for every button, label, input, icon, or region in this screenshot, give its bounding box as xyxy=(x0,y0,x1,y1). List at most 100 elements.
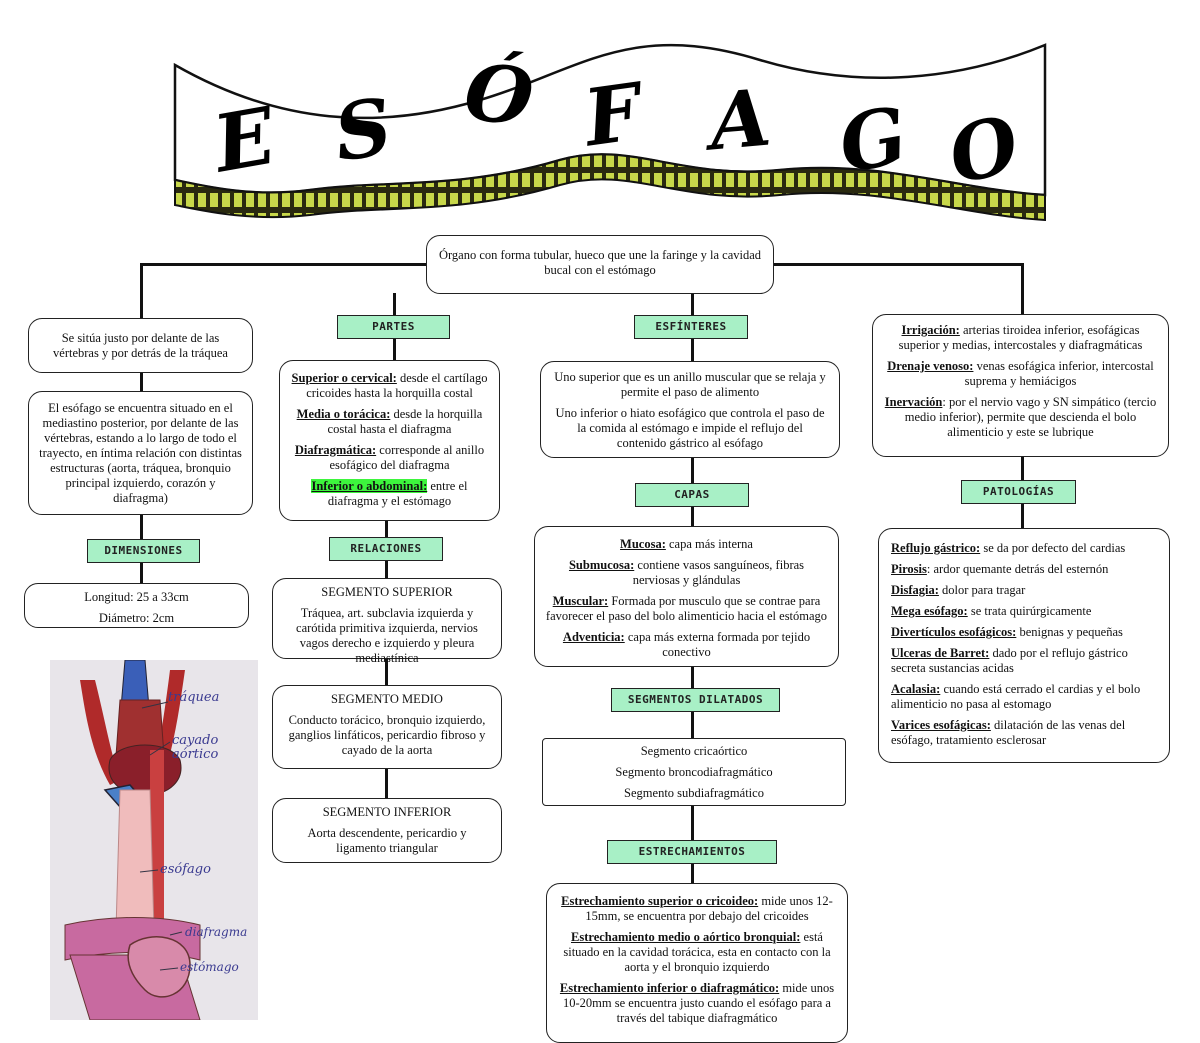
parte-term: Media o torácica: xyxy=(296,407,391,421)
connector-line xyxy=(773,263,1023,266)
patologia-term: Acalasia: xyxy=(891,682,941,696)
patologia-text: dolor para tragar xyxy=(938,583,1026,597)
capa-text: contiene vasos sanguíneos, fibras nervio… xyxy=(632,558,805,587)
root-definition-box: Órgano con forma tubular, hueco que une … xyxy=(426,235,774,294)
info-text: arterias tiroidea inferior, esofágicas s… xyxy=(898,323,1143,352)
patologia-term: Reflujo gástrico: xyxy=(891,541,981,555)
info-text: venas esofágica inferior, intercostal su… xyxy=(964,359,1154,388)
connector-line xyxy=(1021,263,1024,315)
segmento-superior-text: Tráquea, art. subclavia izquierda y caró… xyxy=(296,606,478,665)
vascular-nervous-box: Irrigación: arterias tiroidea inferior, … xyxy=(872,314,1169,457)
capas-box: Mucosa: capa más interna Submucosa: cont… xyxy=(534,526,839,667)
banner-ribbon xyxy=(173,43,1047,222)
segmento-inferior-text: Aorta descendente, pericardio y ligament… xyxy=(307,826,467,855)
segmento-medio-box: SEGMENTO MEDIO Conducto torácico, bronqu… xyxy=(272,685,502,769)
segmento-superior-box: SEGMENTO SUPERIOR Tráquea, art. subclavi… xyxy=(272,578,502,665)
title-letter-a: A xyxy=(706,72,775,169)
patologia-text: : ardor quemante detrás del esternón xyxy=(926,562,1109,576)
capa-term: Mucosa: xyxy=(620,537,666,551)
connector-line xyxy=(140,514,143,539)
label-diafragma: diafragma xyxy=(185,925,248,939)
parte-term: Diafragmática: xyxy=(294,443,377,457)
segmento-dilatado-item: Segmento cricaórtico xyxy=(640,744,748,758)
connector-line xyxy=(140,372,143,392)
capa-text: Formada por musculo que se contrae para … xyxy=(545,594,828,623)
esophagus-drawing: tráquea cayado aórtico esófago diafragma… xyxy=(50,660,258,1020)
connector-line xyxy=(385,520,388,537)
title-banner: E S Ó F A G O xyxy=(160,30,1060,230)
connector-line xyxy=(140,263,143,319)
info-term: Irrigación: xyxy=(901,323,960,337)
capa-text: capa más interna xyxy=(665,537,753,551)
connector-line xyxy=(385,561,388,578)
capa-term: Submucosa: xyxy=(568,558,635,572)
connector-line xyxy=(385,659,388,685)
esfinteres-box: Uno superior que es un anillo muscular q… xyxy=(540,361,840,458)
patologia-term: Pirosis xyxy=(891,562,927,576)
relaciones-tag: RELACIONES xyxy=(329,537,443,561)
diametro-text: Diámetro: 2cm xyxy=(98,611,175,625)
patologia-text: cuando está cerrado el cardias y el bolo… xyxy=(891,682,1141,711)
parte-term: Superior o cervical: xyxy=(291,371,397,385)
connector-line xyxy=(691,712,694,738)
connector-line xyxy=(691,864,694,884)
segmento-dilatado-item: Segmento broncodiafragmático xyxy=(615,765,773,779)
patologia-text: benignas y pequeñas xyxy=(1016,625,1123,639)
info-term: Inervación xyxy=(884,395,943,409)
root-definition-text: Órgano con forma tubular, hueco que une … xyxy=(438,248,762,277)
info-text: : por el nervio vago y SN simpático (ter… xyxy=(904,395,1157,439)
dimensiones-box: Longitud: 25 a 33cm Diámetro: 2cm xyxy=(24,583,249,628)
connector-line xyxy=(691,339,694,361)
situation-text: Se sitúa justo por delante de las vérteb… xyxy=(53,331,228,360)
esophagus-illustration xyxy=(50,660,258,1020)
capa-term: Adventicia: xyxy=(562,630,625,644)
connector-line xyxy=(1021,456,1024,480)
estrechamiento-term: Estrechamiento superior o cricoideo: xyxy=(561,894,759,908)
patologias-tag: PATOLOGÍAS xyxy=(961,480,1076,504)
connector-line xyxy=(691,457,694,483)
parte-text: desde la horquilla costal hasta el diafr… xyxy=(327,407,483,436)
segmento-superior-title: SEGMENTO SUPERIOR xyxy=(321,585,453,599)
parte-text: corresponde al anillo esofágico del diaf… xyxy=(329,443,485,472)
title-letter-o-accent: Ó xyxy=(460,46,538,145)
esfinter-superior-text: Uno superior que es un anillo muscular q… xyxy=(554,370,826,399)
connector-line xyxy=(140,563,143,583)
esfinter-inferior-text: Uno inferior o hiato esofágico que contr… xyxy=(555,406,825,450)
label-esofago: esófago xyxy=(160,862,211,877)
estrechamiento-text: está situado en la cavidad torácica, est… xyxy=(563,930,831,974)
segmentos-dilatados-box: Segmento cricaórtico Segmento broncodiaf… xyxy=(542,738,846,806)
segmento-medio-text: Conducto torácico, bronquio izquierdo, g… xyxy=(288,713,486,757)
segmento-dilatado-item: Segmento subdiafragmático xyxy=(624,786,764,800)
location-box: El esófago se encuentra situado en el me… xyxy=(28,391,253,515)
partes-tag: PARTES xyxy=(337,315,450,339)
patologia-term: Disfagia: xyxy=(891,583,939,597)
capa-text: capa más externa formada por tejido cone… xyxy=(624,630,811,659)
patologia-text: se da por defecto del cardias xyxy=(980,541,1126,555)
patologia-text: dilatación de las venas del esófago, tra… xyxy=(891,718,1126,747)
dimensiones-tag: DIMENSIONES xyxy=(87,539,200,563)
label-traquea: tráquea xyxy=(168,690,220,705)
parte-term: Inferior o abdominal: xyxy=(311,479,428,493)
patologia-term: Ulceras de Barret: xyxy=(891,646,990,660)
estrechamiento-term: Estrechamiento medio o aórtico bronquial… xyxy=(571,930,801,944)
estrechamiento-term: Estrechamiento inferior o diafragmático: xyxy=(559,981,780,995)
connector-line xyxy=(1021,504,1024,528)
connector-line xyxy=(691,293,694,315)
parte-text: entre el diafragma y el estómago xyxy=(327,479,468,508)
segmentos-dilatados-tag: SEGMENTOS DILATADOS xyxy=(611,688,780,712)
patologia-term: Divertículos esofágicos: xyxy=(891,625,1017,639)
info-term: Drenaje venoso: xyxy=(887,359,974,373)
patologia-text: dado por el reflujo gástrico secreta sus… xyxy=(891,646,1128,675)
estrechamientos-box: Estrechamiento superior o cricoideo: mid… xyxy=(546,883,848,1043)
patologia-term: Mega esófago: xyxy=(891,604,968,618)
patologias-box: Reflujo gástrico: se da por defecto del … xyxy=(878,528,1170,763)
location-text: El esófago se encuentra situado en el me… xyxy=(39,401,242,505)
connector-line xyxy=(140,263,427,266)
capas-tag: CAPAS xyxy=(635,483,749,507)
estrechamiento-text: mide unos 12-15mm, se encuentra por deba… xyxy=(585,894,833,923)
esfinteres-tag: ESFÍNTERES xyxy=(634,315,748,339)
situation-box: Se sitúa justo por delante de las vérteb… xyxy=(28,318,253,373)
connector-line xyxy=(385,768,388,798)
label-estomago: estómago xyxy=(180,960,239,974)
partes-box: Superior o cervical: desde el cartílago … xyxy=(279,360,500,521)
